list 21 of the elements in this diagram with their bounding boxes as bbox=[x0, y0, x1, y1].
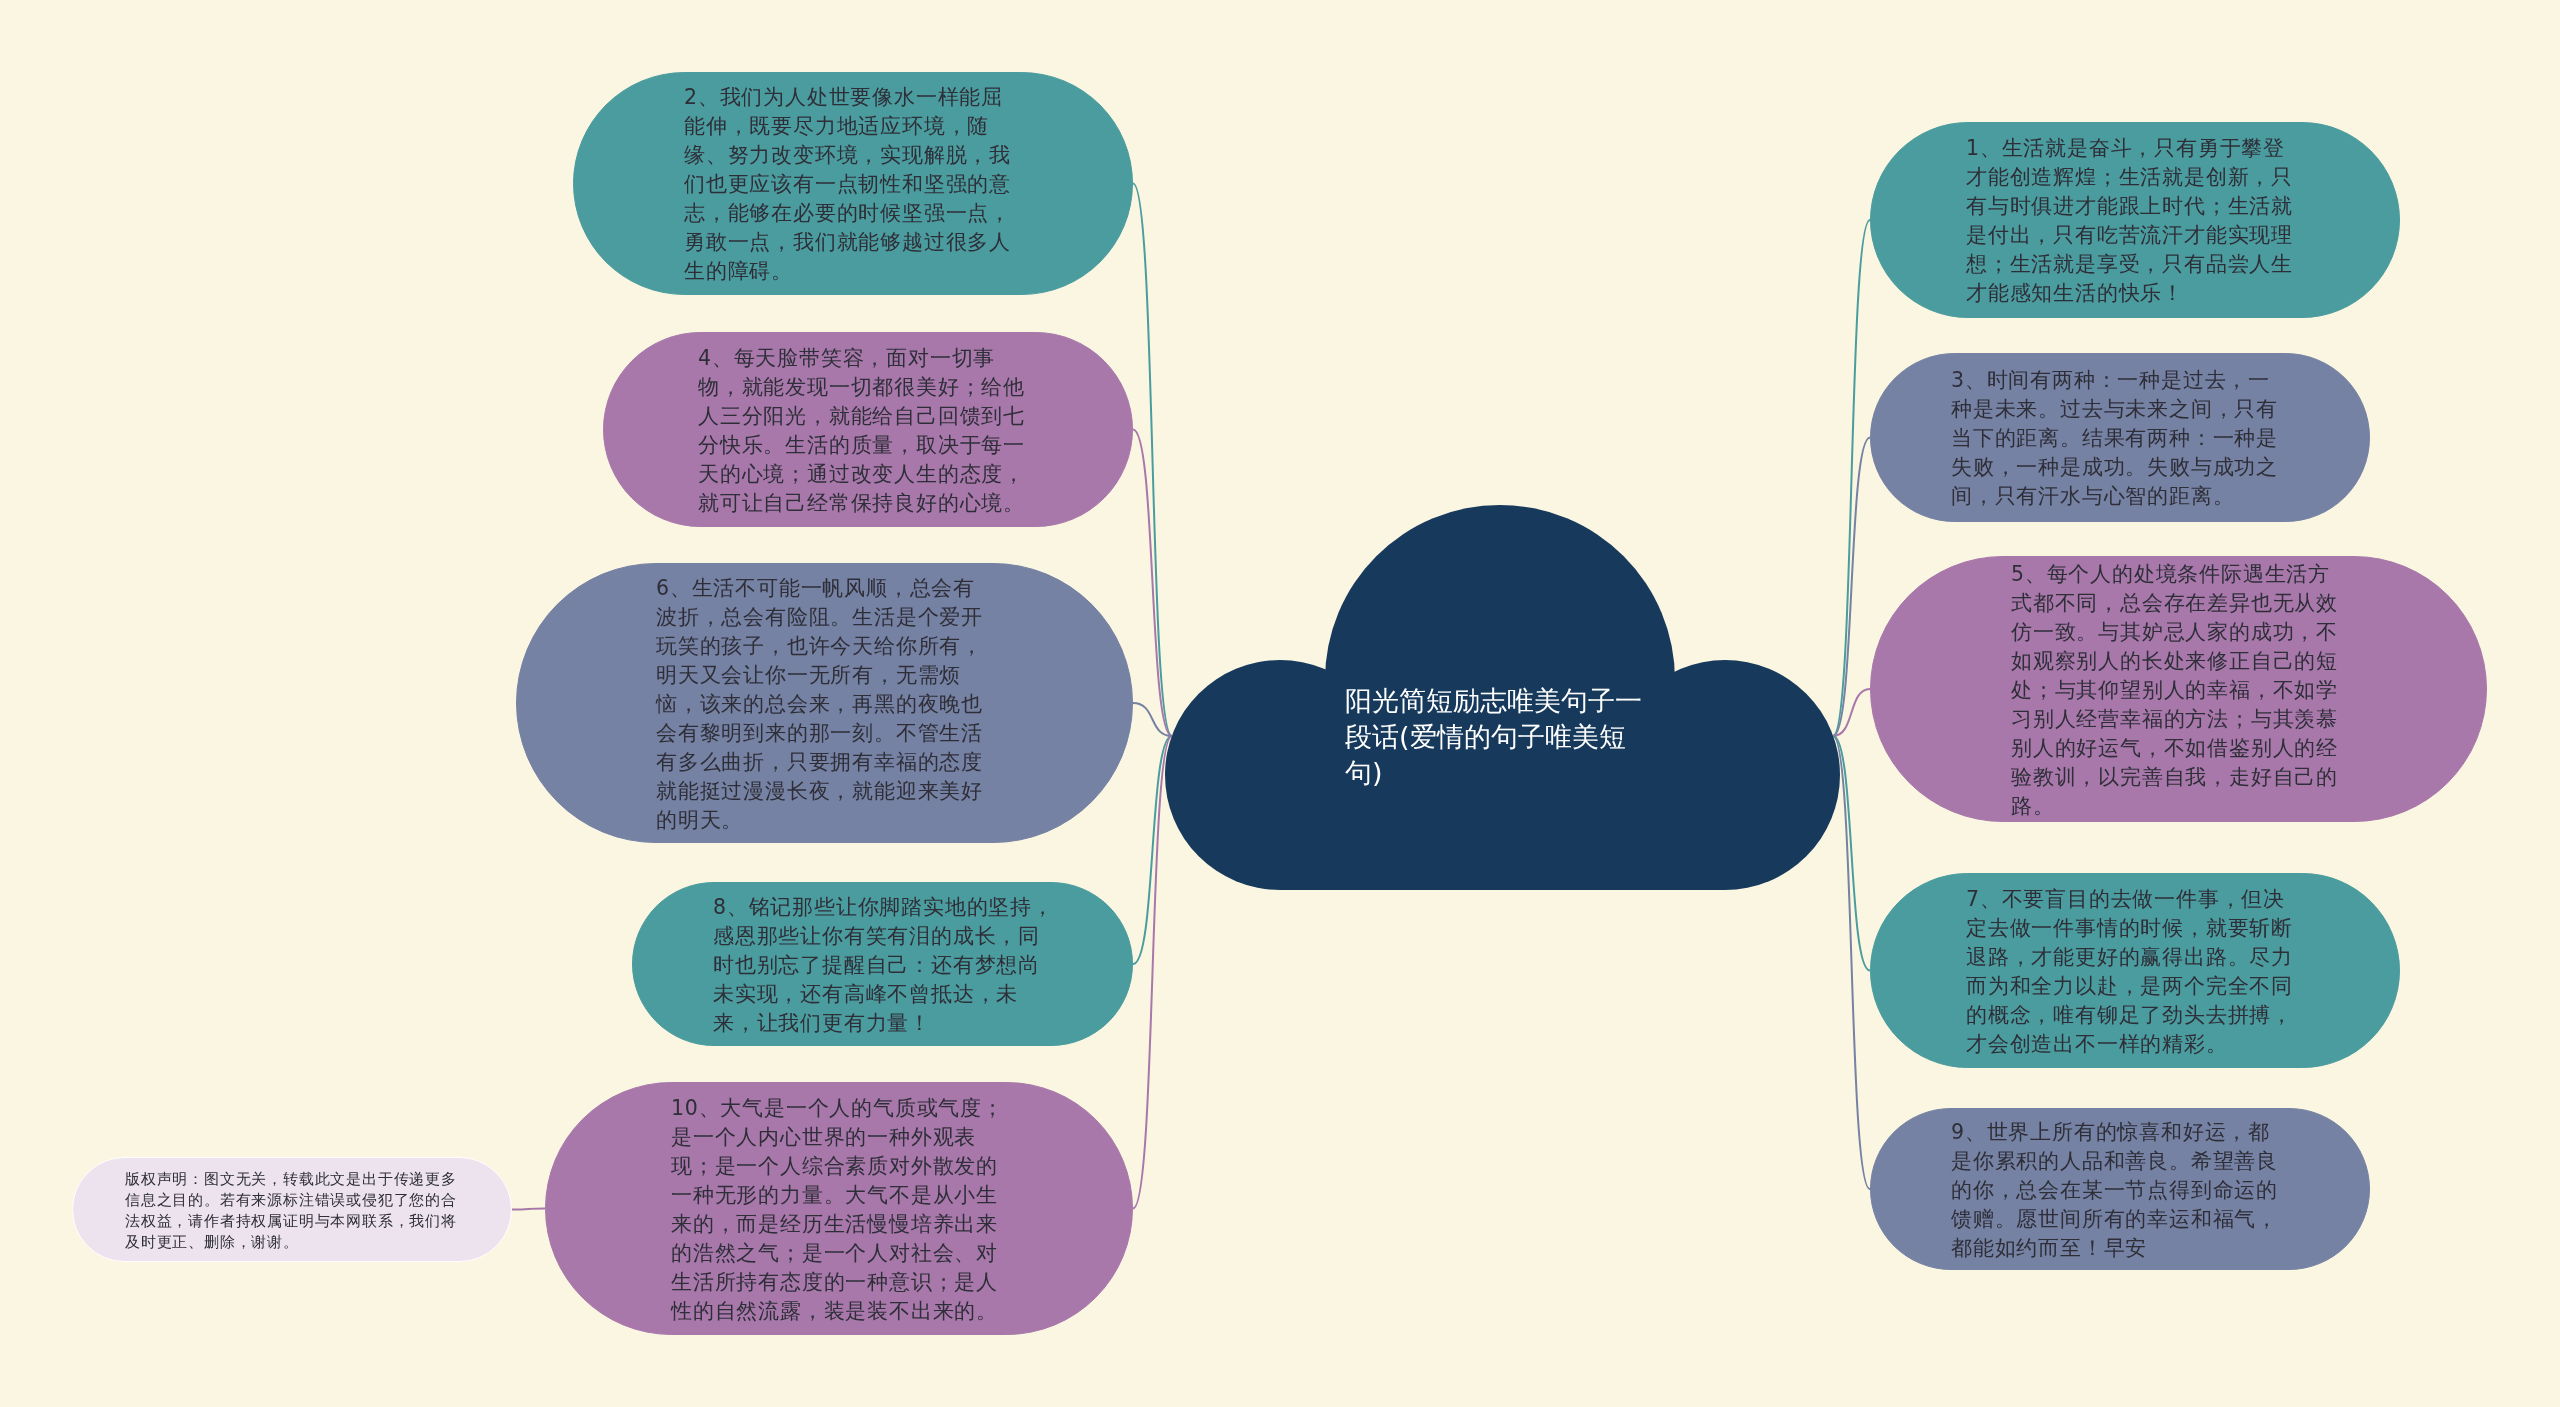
connector-line bbox=[1832, 735, 1871, 1190]
connector-line bbox=[1132, 735, 1173, 965]
connector-line bbox=[1832, 735, 1871, 972]
bubble-text: 4、每天脸带笑容，面对一切事物，就能发现一切都很美好；给他人三分阳光，就能给自己回馈到七分快乐。生活的质量，取决于每一天的心境；通过改变人生的态度，就可让自己经常保持良好的心境。 bbox=[698, 345, 1026, 517]
connector-line bbox=[1132, 702, 1173, 737]
connector-line bbox=[1832, 688, 1871, 737]
connector-line bbox=[511, 1207, 546, 1211]
bubble-text: 2、我们为人处世要像水一样能屈能伸，既要尽力地适应环境，随缘、努力改变环境，实现解脱，我们也更应该有一点韧性和坚强的意志，能够在必要的时候坚强一点，勇敢一点，我们就能够越过很多人生的障碍。 bbox=[684, 84, 1012, 285]
bubble-text: 8、铭记那些让你脚踏实地的坚持，感恩那些让你有笑有泪的成长，同时也别忘了提醒自己：还有梦想尚未实现，还有高峰不曾抵达，未来，让我们更有力量！ bbox=[713, 894, 1055, 1037]
bubble-text: 10、大气是一个人的气质或气度；是一个人内心世界的一种外观表现；是一个人综合素质对外散发的一种无形的力量。大气不是从小生来的，而是经历生活慢慢培养出来的浩然之气；是一个人对社会、对生活所持有态度的一种意识；是人性的自然流露，装是装不出来的。 bbox=[671, 1095, 1005, 1325]
connector-line bbox=[1132, 735, 1173, 1210]
connector-line bbox=[1132, 428, 1173, 737]
bubble-text: 版权声明：图文无关，转载此文是出于传递更多信息之目的。若有来源标注错误或侵犯了您的合法权益，请作者持权属证明与本网联系，我们将及时更正、删除，谢谢。 bbox=[125, 1169, 458, 1253]
connector-line bbox=[1832, 436, 1871, 737]
bubble-text: 7、不要盲目的去做一件事，但决定去做一件事情的时候，就要斩断退路，才能更好的赢得出路。尽力而为和全力以赴，是两个完全不同的概念，唯有铆足了劲头去拼搏，才会创造出不一样的精彩。 bbox=[1966, 886, 2294, 1058]
cloud-title: 阳光简短励志唯美句子一段话(爱情的句子唯美短句) bbox=[1345, 684, 1643, 790]
bubble-text: 9、世界上所有的惊喜和好运，都是你累积的人品和善良。希望善良的你，总会在某一节点得到命运的馈赠。愿世间所有的幸运和福气，都能如约而至！早安 bbox=[1951, 1119, 2279, 1262]
bubble-text: 6、生活不可能一帆风顺，总会有波折，总会有险阻。生活是个爱开玩笑的孩子，也许今天给你所有，明天又会让你一无所有，无需烦恼，该来的总会来，再黑的夜晚也会有黎明到来的那一刻。不管生活有多么曲折，只要拥有幸福的态度就能挺过漫漫长夜，就能迎来美好的明天。 bbox=[656, 575, 984, 834]
bubble-text: 1、生活就是奋斗，只有勇于攀登才能创造辉煌；生活就是创新，只有与时俱进才能跟上时代；生活就是付出，只有吃苦流汗才能实现理想；生活就是享受，只有品尝人生才能感知生活的快乐！ bbox=[1966, 135, 2294, 307]
bubble-text: 3、时间有两种：一种是过去，一种是未来。过去与未来之间，只有当下的距离。结果有两种：一种是失败，一种是成功。失败与成功之间，只有汗水与心智的距离。 bbox=[1951, 367, 2279, 510]
bubble-text: 5、每个人的处境条件际遇生活方式都不同，总会存在差异也无从效仿一致。与其妒忌人家的成功，不如观察别人的长处来修正自己的短处；与其仰望别人的幸福，不如学习别人经营幸福的方法；与其羡慕别人的好运气，不如借鉴别人的经验教训，以完善自我，走好自己的路。 bbox=[2011, 561, 2339, 820]
